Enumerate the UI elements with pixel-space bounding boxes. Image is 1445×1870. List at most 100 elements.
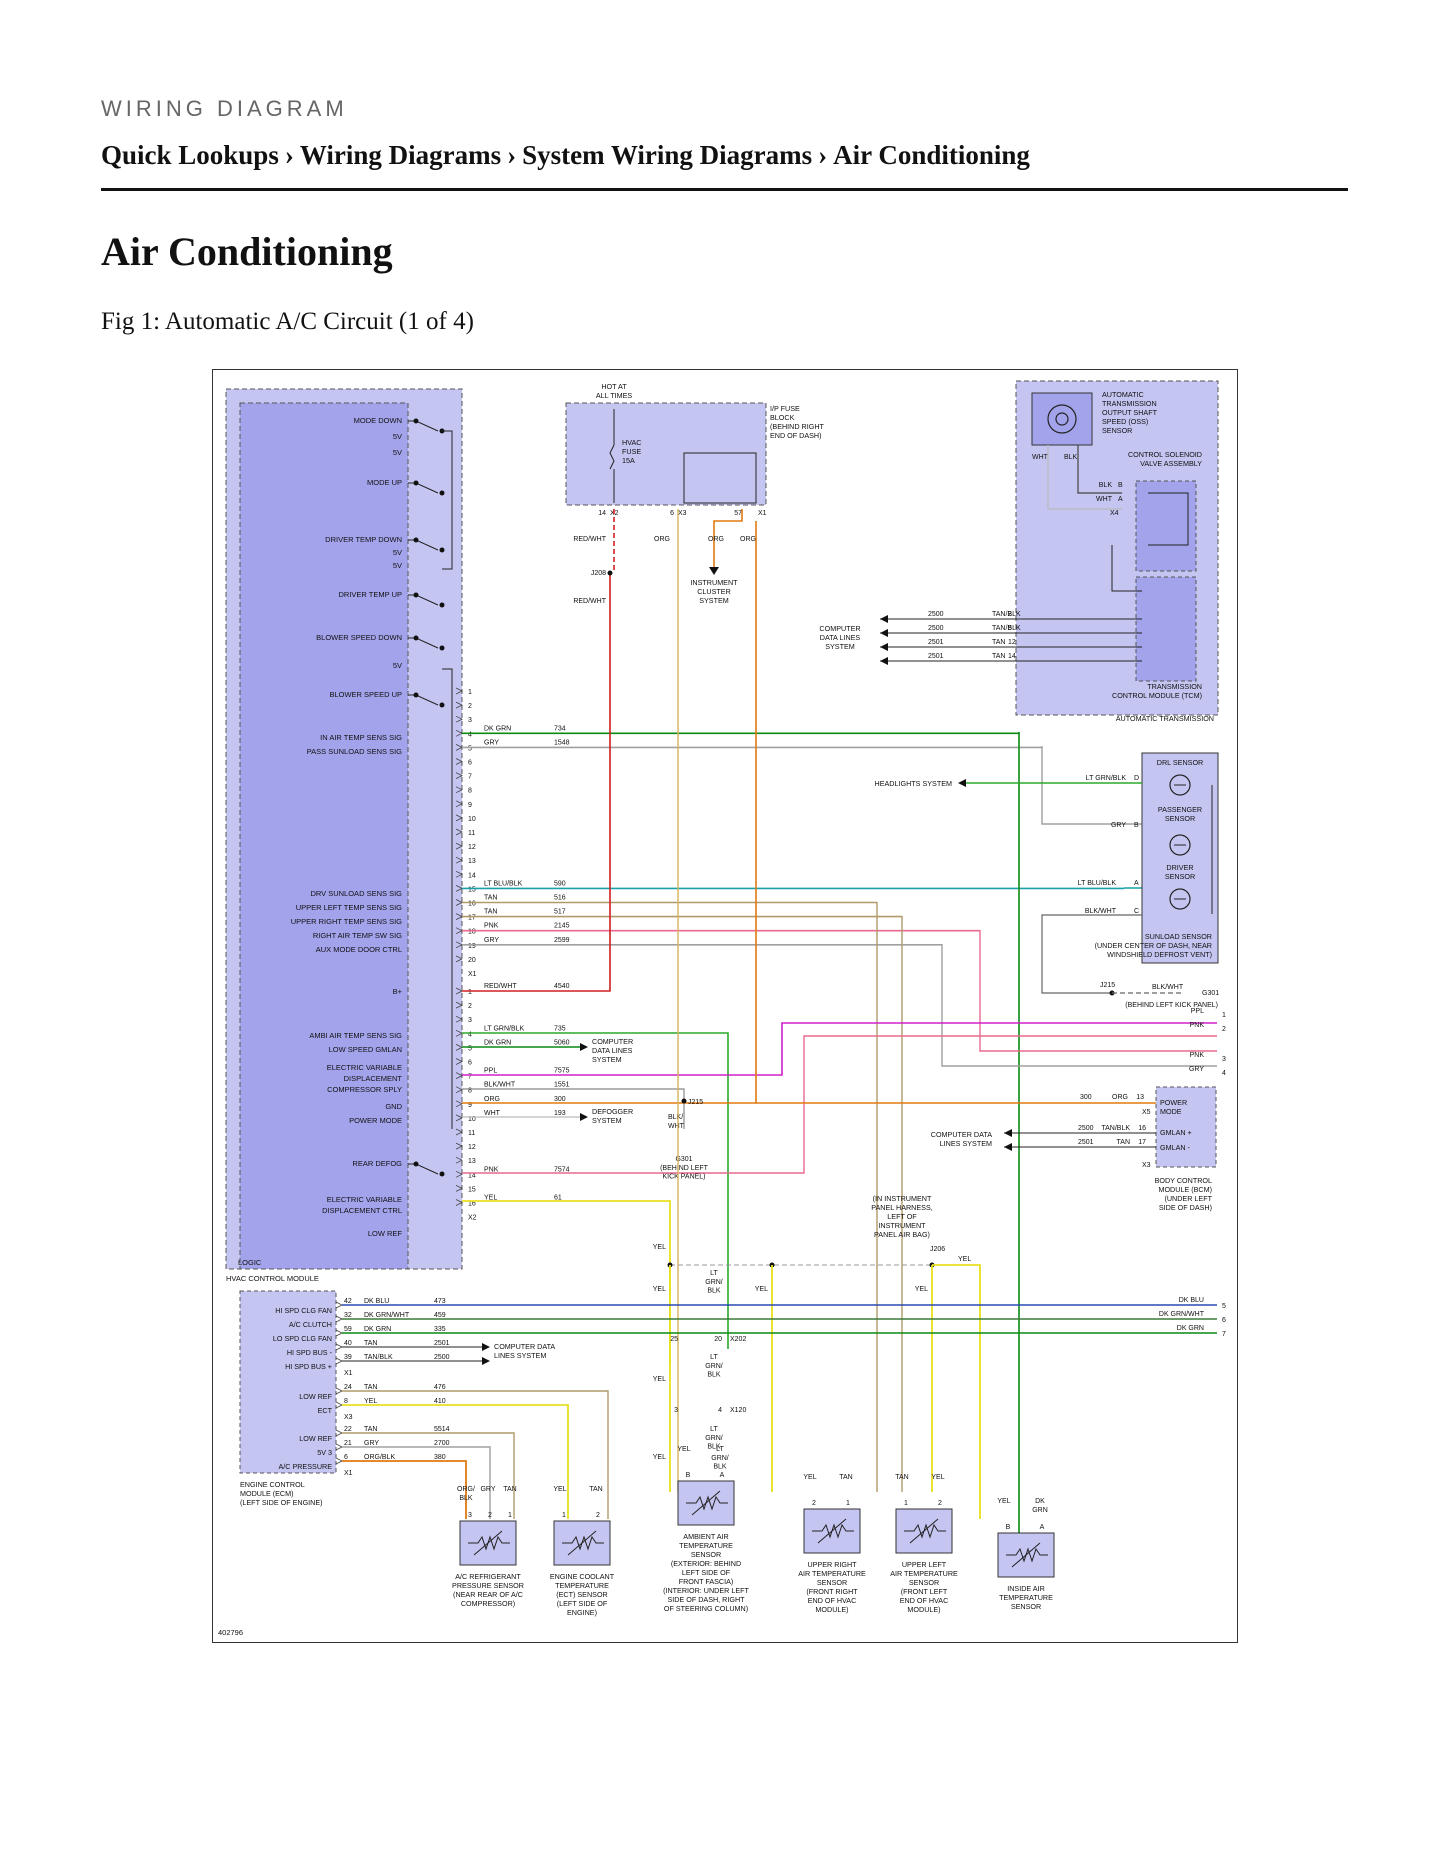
j208-label: J208 xyxy=(591,570,606,577)
solenoid-coil xyxy=(1148,492,1189,546)
hvac-pin-label: B+ xyxy=(393,987,403,996)
breadcrumb-item-air-conditioning[interactable]: Air Conditioning xyxy=(833,140,1030,170)
sunload-pin: D xyxy=(1134,775,1139,782)
hvac-pin-label: PASS SUNLOAD SENS SIG xyxy=(307,747,402,756)
circuit-number: 300 xyxy=(554,1096,566,1103)
breadcrumb-separator: › xyxy=(818,140,828,170)
ecm-pin-number: 40 xyxy=(344,1340,352,1347)
circuit-number: 735 xyxy=(554,1025,566,1032)
x2-pin-number: 10 xyxy=(468,1116,476,1123)
x120-pin: 3 xyxy=(674,1407,678,1414)
x1-connector-label: X1 xyxy=(468,971,477,978)
pin-chevron xyxy=(455,1170,463,1178)
circuit-number: 590 xyxy=(554,880,566,887)
sensor-wire-label: ORG/BLK xyxy=(457,1486,475,1502)
x1-pin-number: 14 xyxy=(468,872,476,879)
ecm-offpage-color: DK BLU xyxy=(1179,1297,1204,1304)
arrow-headlights xyxy=(958,779,966,787)
tcm-conn-label: X4 xyxy=(1110,510,1119,517)
sensor-pin: 1 xyxy=(904,1500,908,1507)
offpage-wire-label: PNK xyxy=(1190,1052,1205,1059)
ecm-pin-label: HI SPD BUS + xyxy=(285,1362,332,1371)
data-line-arrow xyxy=(880,643,888,651)
sunload-sensor-label: SUNLOAD SENSOR(UNDER CENTER OF DASH, NEA… xyxy=(1095,932,1212,959)
thermistor-arrow xyxy=(1011,1542,1041,1568)
bcm-data-circuit: 2500 xyxy=(1078,1125,1094,1132)
pin-chevron xyxy=(455,828,463,836)
ground-wire-label: BLK/WHT xyxy=(1152,984,1184,991)
breadcrumb-item-wiring-diagrams[interactable]: Wiring Diagrams xyxy=(299,140,502,170)
switch-contact xyxy=(413,635,419,641)
sunload-wire-label: GRY xyxy=(1111,822,1126,829)
hvac-pin-label: DRIVER TEMP UP xyxy=(339,590,403,599)
tcm-pin-label: BLK xyxy=(1099,482,1113,489)
pin-chevron xyxy=(455,842,463,850)
data-circuit: 2501 xyxy=(928,653,944,660)
bcm-data-arrow xyxy=(1004,1143,1012,1151)
thermistor-symbol xyxy=(468,1535,510,1551)
thermistor-arrow xyxy=(567,1530,597,1556)
circuit-number: 1551 xyxy=(554,1082,570,1089)
x1-pin-number: 17 xyxy=(468,915,476,922)
switch-contact xyxy=(439,602,445,608)
circuit-number: 734 xyxy=(554,725,566,732)
pin-chevron xyxy=(455,772,463,779)
sensor-wire-label: YEL xyxy=(997,1498,1010,1505)
yel-label: YEL xyxy=(915,1286,928,1293)
pin-chevron xyxy=(455,856,463,864)
wire-yel-j206 xyxy=(932,1264,981,1519)
sunload-pin: A xyxy=(1134,880,1139,887)
ecm-pin-number: 39 xyxy=(344,1354,352,1361)
sunload-pin: C xyxy=(1134,908,1139,915)
ecm-circuit: 410 xyxy=(434,1398,446,1405)
wire-wht-oss xyxy=(1047,445,1122,510)
wire-gry-vertical xyxy=(1041,746,1142,825)
ecm-circuit: 2501 xyxy=(434,1340,450,1347)
wire-color-label: DK GRN xyxy=(484,725,511,732)
wire-tan-5514 xyxy=(342,1432,515,1519)
figure-number: 402796 xyxy=(218,1628,243,1637)
breadcrumb-item-system-wiring-diagrams[interactable]: System Wiring Diagrams xyxy=(522,140,813,170)
pin-chevron xyxy=(455,1156,463,1164)
ecm-pin-label: 5V 3 xyxy=(317,1448,332,1457)
wire-blk-wht xyxy=(462,1088,685,1129)
yel-label: YEL xyxy=(958,1256,971,1263)
headlights-system-label: HEADLIGHTS SYSTEM xyxy=(875,779,952,788)
wire-gry-vertical xyxy=(941,944,1217,1067)
wire-color-label: TAN xyxy=(484,895,497,902)
thermistor-symbol xyxy=(1006,1547,1048,1563)
x2-pin-number: 6 xyxy=(468,1060,472,1067)
hvac-pin-label: POWER MODE xyxy=(349,1116,402,1125)
circuit-number: 5060 xyxy=(554,1039,570,1046)
hvac-pin-label: 5V xyxy=(393,561,402,570)
thermistor-arrow xyxy=(473,1530,503,1556)
x1-pin-number: 4 xyxy=(468,731,472,738)
ecm-pin-number: 22 xyxy=(344,1426,352,1433)
bcm-conn: X5 xyxy=(1142,1109,1151,1116)
breadcrumb-item-quick-lookups[interactable]: Quick Lookups xyxy=(101,140,279,170)
data-line-arrow xyxy=(880,615,888,623)
fuse-wire-label: RED/WHT xyxy=(573,536,606,543)
circuit-number: 517 xyxy=(554,909,566,916)
pin-chevron xyxy=(455,1128,463,1136)
x1-pin-number: 5 xyxy=(468,745,472,752)
hvac-pin-label: UPPER LEFT TEMP SENS SIG xyxy=(296,903,402,912)
photo-diode-icon xyxy=(1169,774,1191,796)
ecm-conn: X3 xyxy=(344,1414,353,1421)
ecm-wire-color: TAN/BLK xyxy=(364,1354,393,1361)
ecm-circuit: 335 xyxy=(434,1326,446,1333)
hvac-pin-label: DISPLACEMENT CTRL xyxy=(322,1206,402,1215)
pin-chevron xyxy=(455,1001,463,1009)
hvac-pin-label: 5V xyxy=(393,548,402,557)
sensor-pin: 3 xyxy=(468,1512,472,1519)
x2-pin-number: 12 xyxy=(468,1144,476,1151)
pin-chevron xyxy=(455,786,463,794)
figure-caption: Fig 1: Automatic A/C Circuit (1 of 4) xyxy=(101,308,474,335)
